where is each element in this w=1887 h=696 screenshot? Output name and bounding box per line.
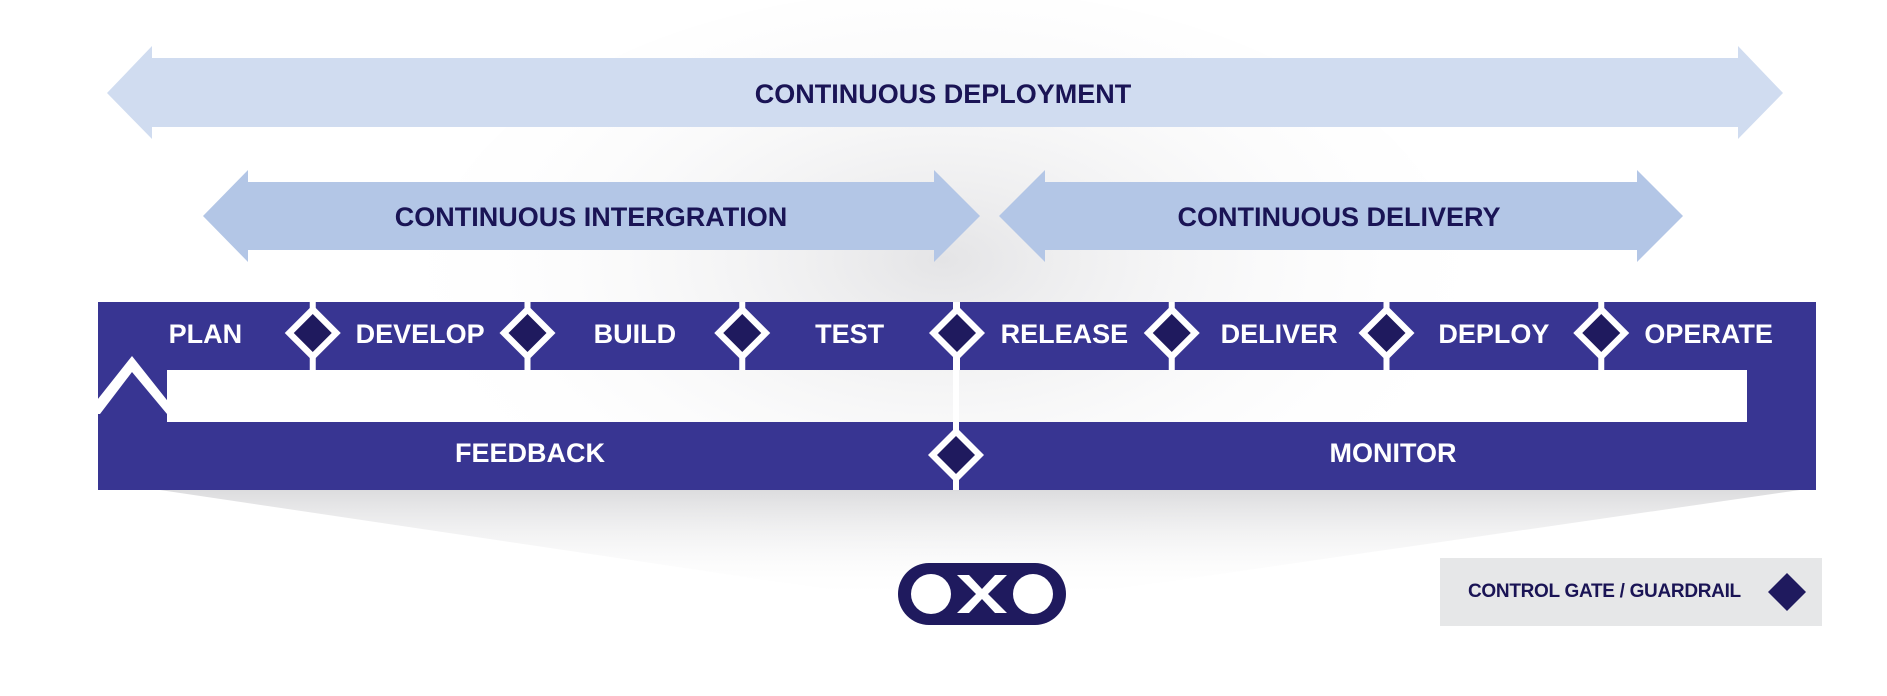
control-gate-icon: [929, 305, 985, 361]
stage-deploy: DEPLOY: [1438, 319, 1549, 349]
stage-develop: DEVELOP: [356, 319, 485, 349]
control-gate-icon: [284, 305, 341, 361]
control-gates: [284, 305, 1630, 361]
loop-gate-icon: [928, 427, 984, 483]
control-gate-icon: [714, 305, 771, 361]
feedback-label: FEEDBACK: [455, 438, 606, 468]
continuous-integration-label: CONTINUOUS INTERGRATION: [395, 202, 788, 232]
legend-label: CONTROL GATE / GUARDRAIL: [1468, 581, 1741, 602]
stage-test: TEST: [815, 319, 885, 349]
stage-labels: PLAN DEVELOP BUILD TEST RELEASE DELIVER DEPLOY…: [169, 319, 1773, 349]
stage-plan: PLAN: [169, 319, 243, 349]
continuous-delivery-label: CONTINUOUS DELIVERY: [1177, 202, 1500, 232]
stage-build: BUILD: [594, 319, 677, 349]
monitor-label: MONITOR: [1330, 438, 1457, 468]
continuous-deployment-band: [107, 46, 1783, 139]
stage-release: RELEASE: [1001, 319, 1129, 349]
center-connector: [953, 302, 959, 490]
stage-operate: OPERATE: [1644, 319, 1773, 349]
diamond-gate-icon: [1768, 573, 1806, 611]
control-gate-icon: [499, 305, 556, 361]
continuous-delivery-band: [999, 170, 1683, 262]
continuous-integration-band: [203, 170, 980, 262]
control-gate-icon: [1143, 305, 1200, 361]
continuous-deployment-label: CONTINUOUS DEPLOYMENT: [755, 79, 1132, 109]
control-gate-icon: [1573, 305, 1630, 361]
feedback-arrow-icon: [86, 356, 178, 414]
stage-deliver: DELIVER: [1221, 319, 1338, 349]
control-gate-icon: [1358, 305, 1415, 361]
drop-shadow: [160, 490, 1800, 600]
legend-box: CONTROL GATE / GUARDRAIL: [1440, 558, 1822, 626]
infinity-logo-icon: [898, 563, 1066, 625]
